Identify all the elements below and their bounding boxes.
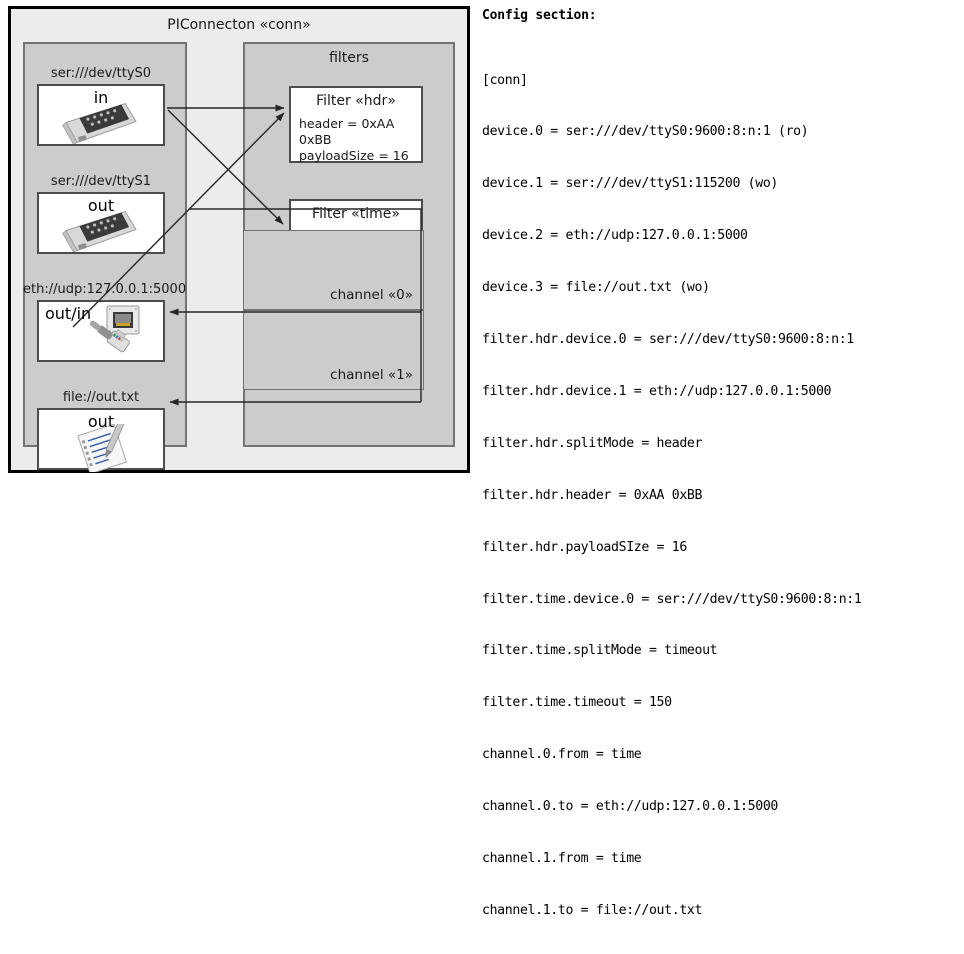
config-line: channel.1.from = time xyxy=(482,850,642,866)
filters-group: filters Filter «hdr» header = 0xAA 0xBB … xyxy=(243,42,455,447)
config-line: channel.1.to = file://out.txt xyxy=(482,902,703,918)
filters-group-title: filters xyxy=(329,50,369,66)
config-line: filter.time.splitMode = timeout xyxy=(482,643,718,659)
device-ser-ttys0[interactable]: ser:///dev/ttyS0 in xyxy=(37,66,165,148)
channel-0-label: channel «0» xyxy=(330,287,413,303)
config-panel: Config section: [conn] device.0 = ser://… xyxy=(482,8,958,954)
device-eth-udp-box: out/in xyxy=(37,300,165,362)
device-eth-udp-direction: out/in xyxy=(45,304,92,323)
device-ser-ttys1[interactable]: ser:///dev/ttyS1 out xyxy=(37,174,165,256)
device-ser-ttys1-label: ser:///dev/ttyS1 xyxy=(50,174,152,189)
config-line: channel.0.to = eth://udp:127.0.0.1:5000 xyxy=(482,799,778,815)
config-line: filter.hdr.payloadSIze = 16 xyxy=(482,539,687,555)
config-line: filter.hdr.splitMode = header xyxy=(482,435,703,451)
device-ser-ttys1-box: out xyxy=(37,192,165,254)
config-line: device.2 = eth://udp:127.0.0.1:5000 xyxy=(482,228,748,244)
device-file-out-direction: out xyxy=(87,412,115,431)
config-line: filter.hdr.header = 0xAA 0xBB xyxy=(482,487,703,503)
filter-card-time-title: Filter «time» xyxy=(312,206,400,222)
devices-group: ser:///dev/ttyS0 in xyxy=(23,42,187,472)
config-line: filter.time.device.0 = ser:///dev/ttyS0:… xyxy=(482,591,862,607)
channel-box-1[interactable]: channel «1» xyxy=(244,310,424,390)
config-lines: [conn] device.0 = ser:///dev/ttyS0:9600:… xyxy=(482,37,958,954)
config-line: device.1 = ser:///dev/ttyS1:115200 (wo) xyxy=(482,176,778,192)
config-line: filter.time.timeout = 150 xyxy=(482,695,672,711)
filter-prop-payload-size: payloadSize = 16 xyxy=(299,148,409,163)
filter-card-hdr-title: Filter «hdr» xyxy=(316,93,396,109)
config-line: device.3 = file://out.txt (wo) xyxy=(482,280,710,296)
config-line: filter.hdr.device.0 = ser:///dev/ttyS0:9… xyxy=(482,332,854,348)
device-ser-ttys1-direction: out xyxy=(87,196,115,215)
connector-diagram: PIConnecton «conn» ser:///dev/ttyS0 in xyxy=(8,6,470,473)
device-file-out[interactable]: file://out.txt out xyxy=(37,390,165,472)
config-line: channel.0.from = time xyxy=(482,747,642,763)
diagram-title: PIConnecton «conn» xyxy=(167,17,311,33)
text-file-icon xyxy=(77,424,128,472)
device-file-out-label: file://out.txt xyxy=(62,390,140,405)
device-ser-ttys0-direction: in xyxy=(93,88,109,107)
channel-box-0[interactable]: channel «0» xyxy=(244,230,424,310)
device-eth-udp[interactable]: eth://udp:127.0.0.1:5000 out/in xyxy=(23,282,186,364)
device-ser-ttys0-box: in xyxy=(37,84,165,146)
device-ser-ttys0-label: ser:///dev/ttyS0 xyxy=(50,66,152,81)
device-file-out-box: out xyxy=(37,408,165,472)
config-line: filter.hdr.device.1 = eth://udp:127.0.0.… xyxy=(482,383,832,399)
config-line: device.0 = ser:///dev/ttyS0:9600:8:n:1 (… xyxy=(482,124,809,140)
channel-1-label: channel «1» xyxy=(330,367,413,383)
config-line: [conn] xyxy=(482,72,528,88)
filter-card-hdr-props: header = 0xAA 0xBB payloadSize = 16 xyxy=(299,116,421,164)
filter-card-hdr[interactable]: Filter «hdr» header = 0xAA 0xBB payloadS… xyxy=(289,86,423,163)
ethernet-jack-icon xyxy=(89,305,140,353)
filter-prop-header: header = 0xAA 0xBB xyxy=(299,116,395,147)
device-eth-udp-label: eth://udp:127.0.0.1:5000 xyxy=(23,282,187,297)
config-heading: Config section: xyxy=(482,8,597,23)
